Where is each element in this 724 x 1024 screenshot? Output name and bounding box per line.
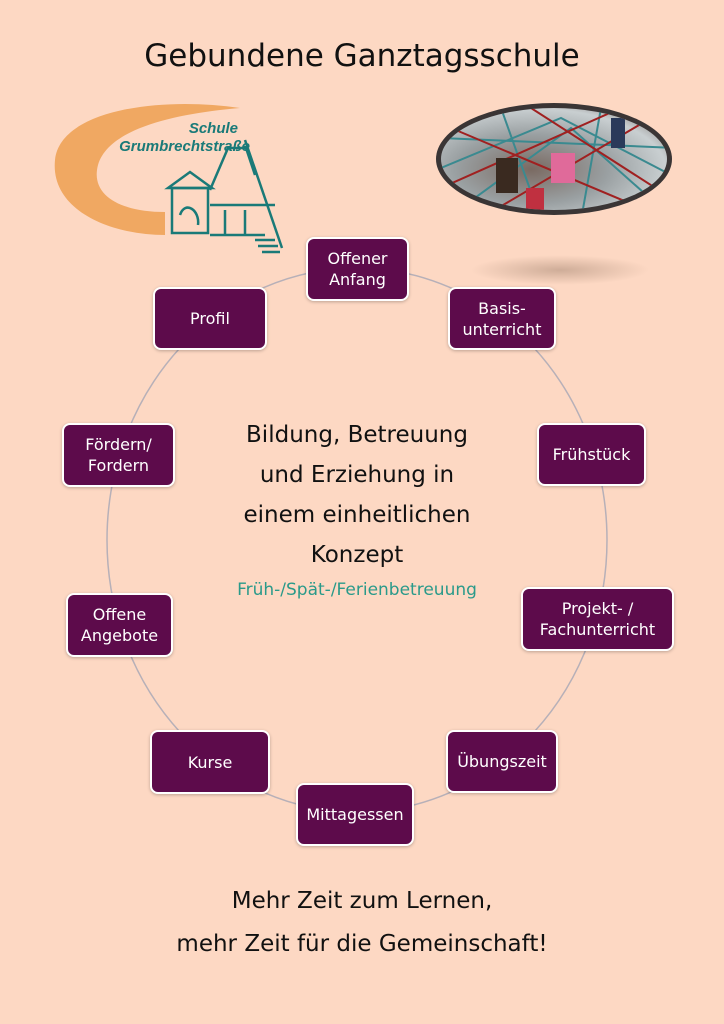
cycle-node-foerdern-fordern: Fördern/ Fordern <box>62 423 175 487</box>
cycle-node-uebungszeit: Übungszeit <box>446 730 558 793</box>
cycle-node-projektunterricht: Projekt- / Fachunterricht <box>521 587 674 651</box>
page-title: Gebundene Ganztagsschule <box>144 38 580 74</box>
photo-shadow <box>470 255 650 285</box>
cycle-node-fruehstueck: Frühstück <box>537 423 646 486</box>
cycle-node-offener-anfang: Offener Anfang <box>306 237 409 301</box>
logo-school-label: Schule <box>188 120 238 137</box>
cycle-node-offene-angebote: Offene Angebote <box>66 593 173 657</box>
playground-photo <box>436 103 672 215</box>
center-concept-text: Bildung, Betreuung und Erziehung in eine… <box>207 415 507 575</box>
footer-slogan: Mehr Zeit zum Lernen, mehr Zeit für die … <box>0 880 724 966</box>
school-logo: Schule Grumbrechtstraße <box>50 100 290 260</box>
cycle-node-basisunterricht: Basis- unterricht <box>448 287 556 350</box>
center-line: Bildung, Betreuung <box>246 422 468 448</box>
care-subtitle: Früh-/Spät-/Ferienbetreuung <box>237 580 477 600</box>
cycle-node-profil: Profil <box>153 287 267 350</box>
climbing-net-image-icon <box>441 108 667 210</box>
footer-line: mehr Zeit für die Gemeinschaft! <box>176 931 548 957</box>
footer-line: Mehr Zeit zum Lernen, <box>231 888 493 914</box>
center-line: Konzept <box>310 542 404 568</box>
center-line: einem einheitlichen <box>243 502 471 528</box>
cycle-node-kurse: Kurse <box>150 730 270 794</box>
center-line: und Erziehung in <box>259 462 455 488</box>
cycle-node-mittagessen: Mittagessen <box>296 783 414 846</box>
logo-graphic-icon <box>54 103 284 254</box>
logo-street-label: Grumbrechtstraße <box>119 138 250 155</box>
